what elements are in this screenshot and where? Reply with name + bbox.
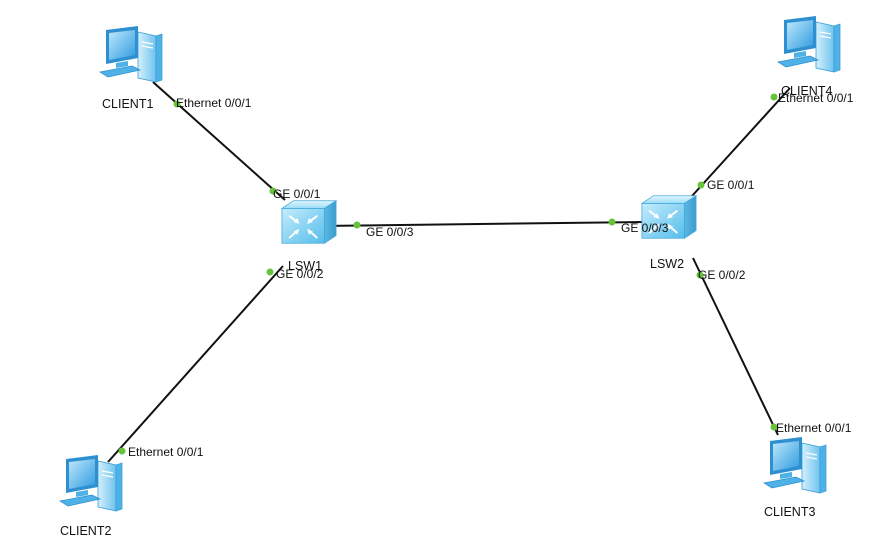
- port-label-lsw2-ge003: GE 0/0/3: [621, 221, 669, 235]
- port-dot-client1-eth: [173, 100, 181, 108]
- port-label-lsw1-ge001: GE 0/0/1: [273, 187, 321, 201]
- port-label-lsw2-ge002: GE 0/0/2: [698, 268, 746, 282]
- link-lsw2-client3[interactable]: [692, 257, 779, 436]
- port-dot-lsw1-ge003: [353, 221, 361, 229]
- device-label-client3: CLIENT3: [764, 505, 815, 519]
- port-dot-lsw2-ge002: [696, 271, 704, 279]
- port-dot-lsw2-ge003: [608, 218, 616, 226]
- device-label-lsw2: LSW2: [650, 257, 684, 271]
- desktop-computer-icon: [777, 16, 841, 73]
- link-lsw1-client2[interactable]: [107, 265, 284, 463]
- port-dot-lsw1-ge001: [269, 187, 277, 195]
- port-label-lsw1-ge002: GE 0/0/2: [276, 267, 324, 281]
- device-lsw1[interactable]: LSW1: [280, 199, 338, 273]
- port-label-lsw1-ge003: GE 0/0/3: [366, 225, 414, 239]
- desktop-computer-icon: [99, 26, 163, 83]
- port-dot-client4-eth: [770, 93, 778, 101]
- device-label-client1: CLIENT1: [102, 97, 153, 111]
- port-dot-client3-eth: [770, 423, 778, 431]
- device-label-client4: CLIENT4: [781, 84, 832, 98]
- port-dot-lsw2-ge001: [697, 181, 705, 189]
- port-label-client1-eth: Ethernet 0/0/1: [176, 96, 252, 110]
- port-dot-client2-eth: [118, 447, 126, 455]
- desktop-computer-icon: [59, 455, 123, 512]
- device-label-lsw1: LSW1: [288, 259, 322, 273]
- device-label-client2: CLIENT2: [60, 524, 111, 538]
- device-client4[interactable]: CLIENT4: [777, 16, 841, 98]
- desktop-computer-icon: [763, 437, 827, 494]
- link-lsw2-client4[interactable]: [691, 87, 791, 197]
- port-label-client3-eth: Ethernet 0/0/1: [776, 421, 852, 435]
- device-client1[interactable]: CLIENT1: [99, 26, 163, 111]
- port-label-client2-eth: Ethernet 0/0/1: [128, 445, 204, 459]
- device-client3[interactable]: CLIENT3: [763, 437, 827, 519]
- device-lsw2[interactable]: LSW2: [640, 194, 698, 271]
- layer3-switch-icon: [280, 199, 338, 245]
- port-label-lsw2-ge001: GE 0/0/1: [707, 178, 755, 192]
- port-dot-lsw1-ge002: [266, 268, 274, 276]
- port-label-client4-eth: Ethernet 0/0/1: [778, 91, 854, 105]
- device-client2[interactable]: CLIENT2: [59, 455, 123, 538]
- link-lsw1-lsw2[interactable]: [319, 221, 646, 227]
